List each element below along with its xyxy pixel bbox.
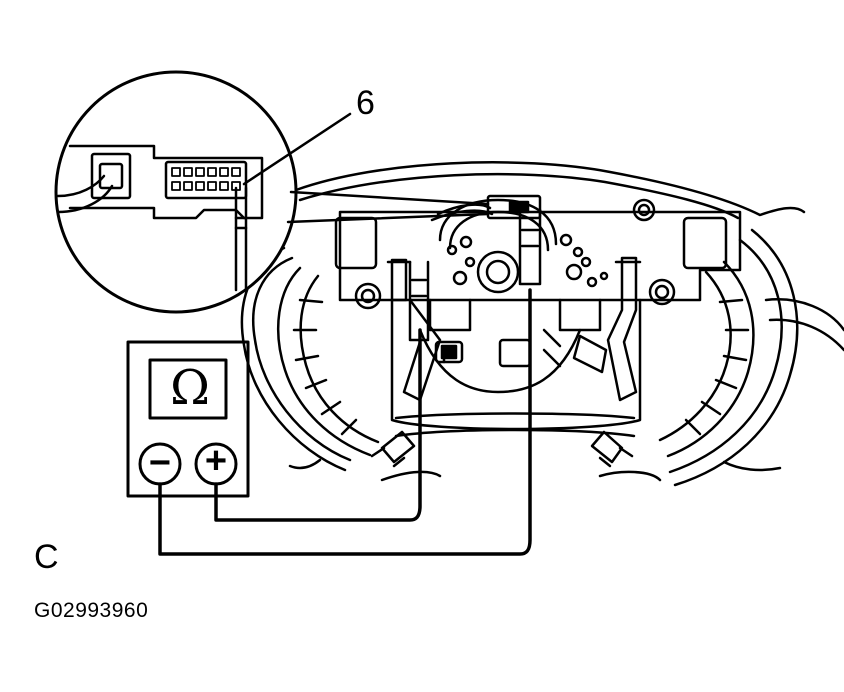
test-probes [408, 208, 542, 342]
pin-number-callout: 6 [356, 84, 375, 122]
view-letter-label: C [34, 538, 59, 576]
detail-callout [54, 70, 490, 314]
pad-connector [430, 194, 542, 222]
ohm-symbol: Ω [170, 360, 210, 416]
figure-code-label: G02993960 [34, 599, 149, 622]
steering-wheel-assembly [240, 161, 844, 487]
test-leads [158, 288, 532, 556]
negative-terminal-symbol: − [148, 442, 172, 484]
positive-terminal-symbol: + [204, 440, 228, 482]
